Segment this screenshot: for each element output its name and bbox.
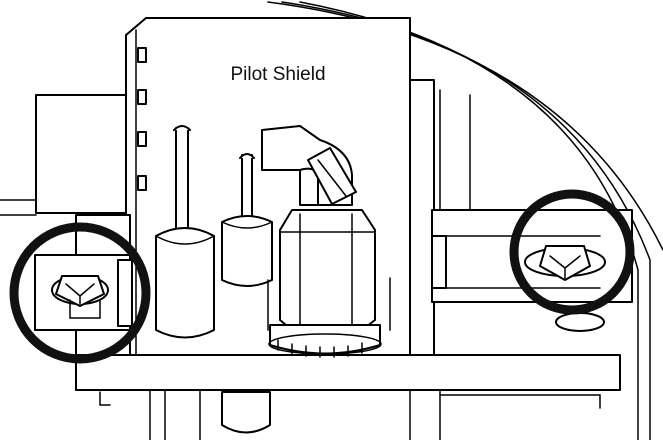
pilot-body-hex	[267, 209, 391, 331]
pilot-shield-label: Pilot Shield	[230, 64, 326, 85]
igniter-assembly	[261, 125, 357, 206]
pilot-base-flange	[268, 324, 382, 358]
thermocouple-rod	[155, 125, 215, 339]
left-screw-icon	[51, 275, 109, 319]
base-plate	[75, 214, 621, 440]
left-background-block	[0, 94, 129, 216]
right-screw-icon	[524, 245, 606, 332]
highlight-ring-left	[9, 222, 151, 364]
highlight-ring-right	[509, 189, 635, 315]
pilot-tube-rod	[221, 153, 273, 287]
